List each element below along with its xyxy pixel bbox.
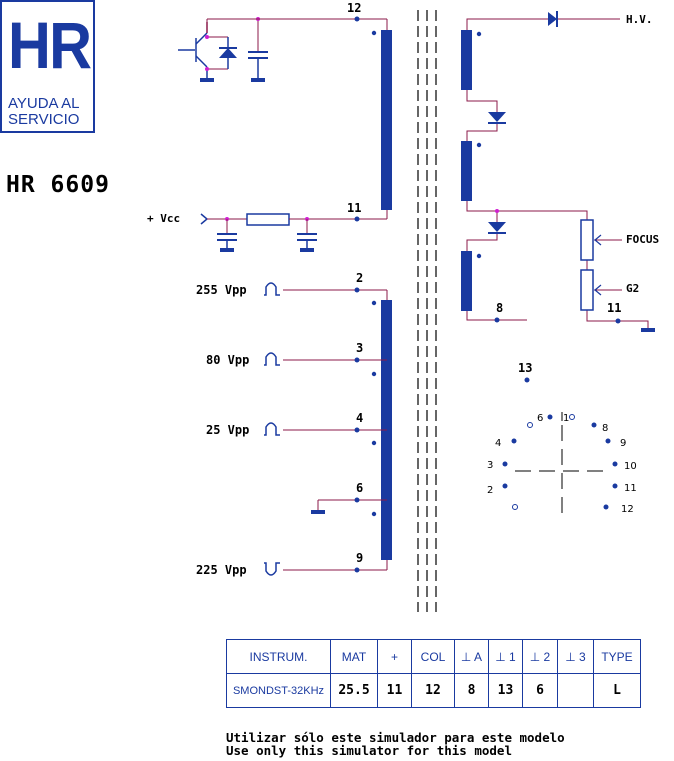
secondary-winding-1 (461, 30, 472, 90)
header-instrum: INSTRUM. (226, 639, 331, 674)
logo-subtitle: AYUDA AL SERVICIO (8, 96, 79, 128)
header-ground-1: ⊥ 1 (488, 639, 523, 674)
tuning-capacitor (248, 17, 268, 82)
logo-subtitle-line2: SERVICIO (8, 111, 80, 128)
g2-label: G2 (626, 282, 639, 295)
header-ground-a: ⊥ A (454, 639, 489, 674)
vcc-input-filter (200, 210, 388, 252)
secondary-winding-3 (461, 251, 472, 311)
secondary-winding-2 (461, 141, 472, 201)
socket-pin-9: 9 (620, 438, 626, 449)
pin-3-label: 3 (356, 341, 363, 355)
damper-diode (205, 35, 237, 71)
socket-pin-6: 6 (537, 413, 543, 424)
socket-pin-8: 8 (602, 423, 608, 434)
vpp80-label: 80 Vpp (206, 353, 249, 367)
socket-pin-3: 3 (487, 460, 493, 471)
focus-potentiometer (580, 219, 602, 261)
value-ground-2: 6 (522, 673, 558, 708)
socket-pin-11: 11 (624, 483, 637, 494)
socket-pin-10: 10 (624, 461, 637, 472)
value-plus: 11 (377, 673, 412, 708)
model-title: HR 6609 (6, 172, 110, 198)
socket-pin-2: 2 (487, 485, 493, 496)
header-col: COL (411, 639, 455, 674)
schematic-labels: 12 11 2 3 4 6 9 8 11 + Vcc 255 Vpp 80 Vp… (147, 1, 659, 577)
value-type: L (593, 673, 641, 708)
logo-text: HR (8, 8, 92, 82)
secondary-hv-circuit (461, 11, 655, 332)
value-mat: 25.5 (330, 673, 378, 708)
header-ground-3: ⊥ 3 (557, 639, 594, 674)
value-ground-a: 8 (454, 673, 489, 708)
value-ground-1: 13 (488, 673, 523, 708)
vpp255-label: 255 Vpp (196, 283, 247, 297)
pin-8-secondary-label: 8 (496, 301, 503, 315)
vcc-label: + Vcc (147, 212, 180, 225)
socket-pin-labels: 6 1 4 3 2 8 9 10 11 12 (487, 413, 637, 515)
value-ground-3 (557, 673, 594, 708)
specs-value-row: SMONDST-32KHz 25.5 11 12 8 13 6 L (226, 673, 641, 708)
logo-subtitle-line1: AYUDA AL (8, 95, 80, 112)
socket-pin-1: 1 (563, 413, 569, 424)
pin-11-label: 11 (347, 201, 361, 215)
hr-logo: HR AYUDA AL SERVICIO (0, 0, 95, 133)
pin-4-label: 4 (356, 411, 363, 425)
primary-winding-top (381, 30, 392, 210)
value-col: 12 (411, 673, 455, 708)
pulse-waveform-icons (264, 282, 280, 576)
pin-11-secondary-label: 11 (607, 301, 621, 315)
primary-top-circuit (178, 16, 392, 252)
cascade-diode-2 (488, 222, 506, 234)
header-type: TYPE (593, 639, 641, 674)
focus-label: FOCUS (626, 233, 659, 246)
specs-table: INSTRUM. MAT + COL ⊥ A ⊥ 1 ⊥ 2 ⊥ 3 TYPE … (226, 639, 641, 708)
header-ground-2: ⊥ 2 (522, 639, 558, 674)
vpp25-label: 25 Vpp (206, 423, 249, 437)
hv-label: H.V. (626, 13, 653, 26)
note-spanish: Utilizar sólo este simulador para este m… (226, 730, 565, 745)
cascade-diode-1 (488, 112, 506, 124)
specs-header-row: INSTRUM. MAT + COL ⊥ A ⊥ 1 ⊥ 2 ⊥ 3 TYPE (226, 639, 641, 674)
vpp225-label: 225 Vpp (196, 563, 247, 577)
transistor-symbol (178, 22, 214, 82)
note-english: Use only this simulator for this model (226, 743, 512, 758)
value-instrum: SMONDST-32KHz (226, 673, 331, 708)
header-mat: MAT (330, 639, 378, 674)
pin-2-label: 2 (356, 271, 363, 285)
g2-potentiometer (580, 269, 602, 311)
hv-output-diode (548, 11, 558, 27)
socket-pinout (502, 377, 618, 515)
socket-pin-13-label: 13 (518, 361, 532, 375)
pin-9-label: 9 (356, 551, 363, 565)
primary-bottom-circuit (264, 282, 392, 576)
transformer-core (417, 10, 437, 612)
socket-pin-12: 12 (621, 504, 634, 515)
pin-12-label: 12 (347, 1, 361, 15)
socket-pin-4: 4 (495, 438, 501, 449)
header-plus: + (377, 639, 412, 674)
pin-6-label: 6 (356, 481, 363, 495)
